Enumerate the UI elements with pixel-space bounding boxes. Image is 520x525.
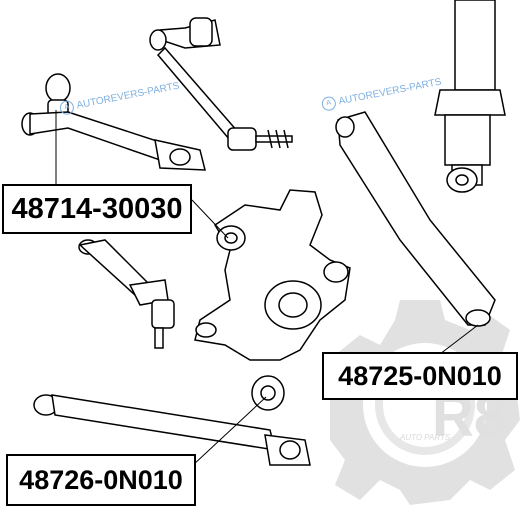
upper-links xyxy=(149,17,293,151)
shock-absorber xyxy=(434,0,506,193)
lower-arm-front xyxy=(335,111,496,327)
brand-logo: R8 AUTO PARTS xyxy=(330,300,520,505)
leader-lines xyxy=(55,110,479,467)
lower-arm-rear xyxy=(33,375,311,466)
part-number-label-3[interactable]: 48726-0N010 xyxy=(6,454,196,506)
knuckle xyxy=(194,189,351,361)
part-number-label-1[interactable]: 48714-30030 xyxy=(2,184,192,234)
part-number-label-2[interactable]: 48725-0N010 xyxy=(322,352,518,400)
watermark-icon: A xyxy=(58,99,76,116)
watermark-icon: A xyxy=(320,95,338,112)
logo-subtext: AUTO PARTS xyxy=(399,433,451,442)
toe-link xyxy=(78,239,175,349)
lateral-arm-upper xyxy=(21,73,206,171)
